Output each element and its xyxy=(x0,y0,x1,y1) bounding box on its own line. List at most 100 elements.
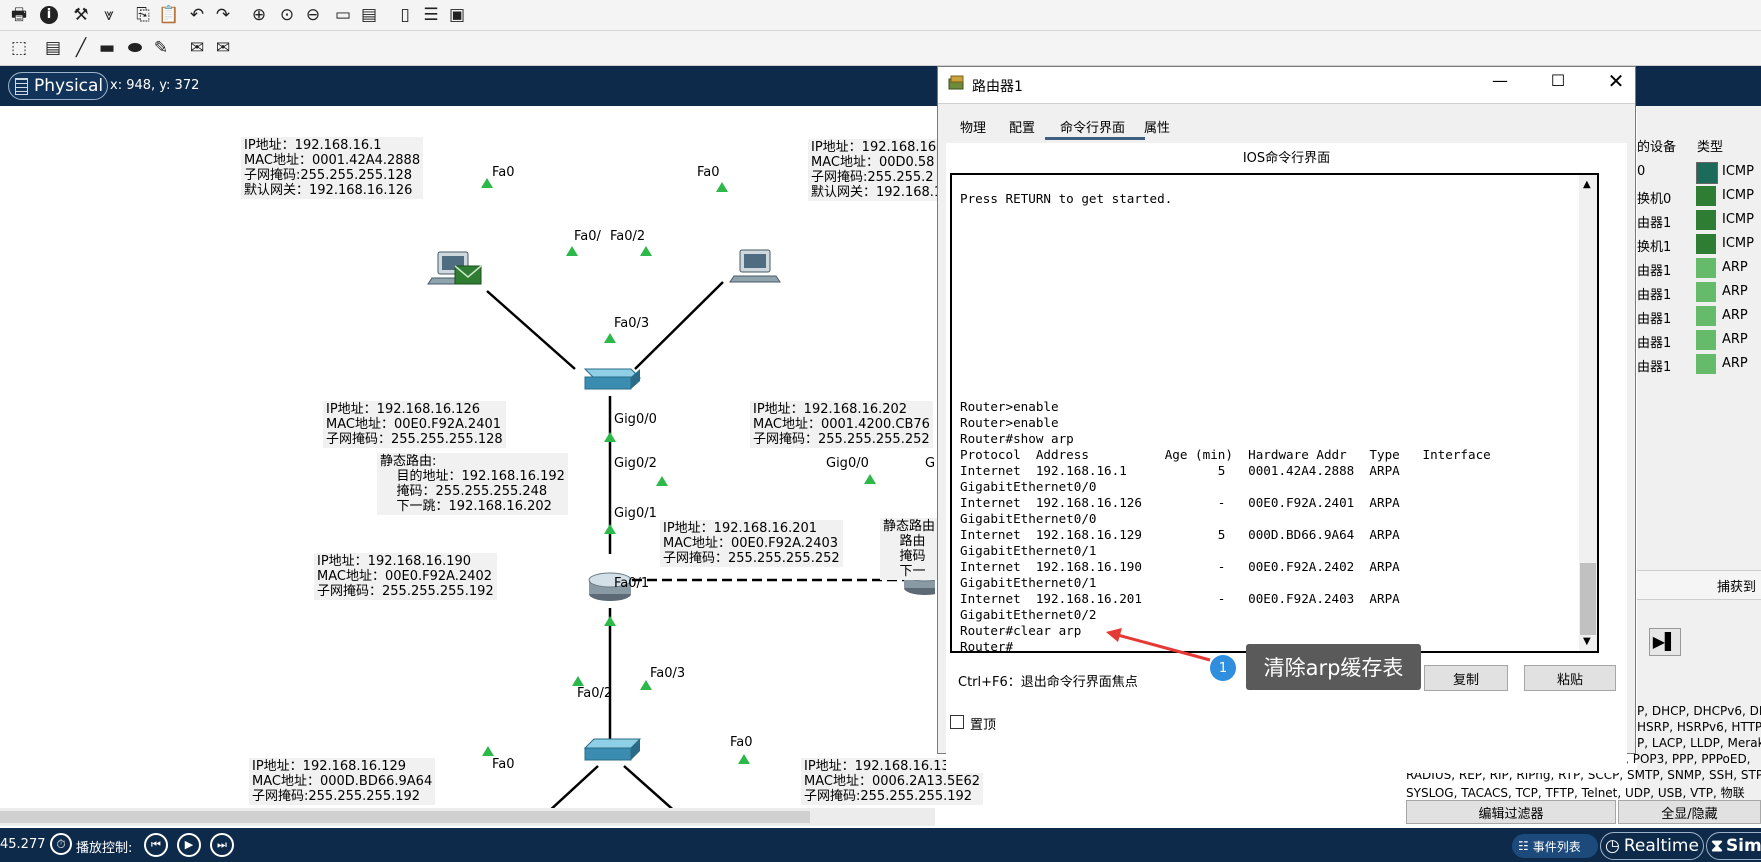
simulation-label: Sim xyxy=(1725,836,1761,856)
edit-filter-button[interactable]: 编辑过滤器 xyxy=(1406,800,1616,824)
annotation-number-badge: 1 xyxy=(1210,655,1236,681)
info-icon[interactable]: i xyxy=(38,4,60,26)
col-device-header: 的设备 xyxy=(1637,140,1677,155)
cli-terminal[interactable]: Press RETURN to get started. Router>enab… xyxy=(950,173,1599,654)
pc1-port-label: Fa0 xyxy=(697,165,720,180)
network-wizard-icon[interactable]: ⚒ xyxy=(73,4,89,25)
main-toolbar: 🖶 i ⚒ ⩔ ⎘ 📋 ↶ ↷ ⊕ ⊙ ⊖ ▭ ▤ ▯ ☰ ▣ xyxy=(0,0,1761,31)
copy-icon[interactable]: ⎘ xyxy=(136,4,150,25)
activity-wizard-icon[interactable]: ⩔ xyxy=(104,4,114,25)
simple-pdu-icon[interactable]: ✉ xyxy=(189,37,205,58)
annotation-arrow xyxy=(1106,628,1211,662)
topology-links xyxy=(427,249,935,810)
tab-attributes[interactable]: 属性 xyxy=(1144,121,1171,136)
dialog-title: 路由器1 xyxy=(972,79,1023,95)
stopwatch-icon[interactable]: ⏱ xyxy=(50,833,72,855)
event-list-button[interactable]: ☷事件列表 xyxy=(1512,834,1598,858)
paste-button[interactable]: 粘贴 xyxy=(1524,665,1616,691)
realtime-button[interactable]: ◷Realtime xyxy=(1600,832,1704,860)
ellipse-icon[interactable]: ⬬ xyxy=(127,37,143,58)
switch1-port-fa02: Fa0/2 xyxy=(577,686,613,701)
pc0-port-label: Fa0 xyxy=(492,165,515,180)
undo-icon[interactable]: ↶ xyxy=(189,4,205,25)
router1-port-gig00: Gig0/0 xyxy=(826,456,869,471)
cli-scrollbar[interactable]: ▲ ▼ xyxy=(1579,175,1597,651)
redo-icon[interactable]: ↷ xyxy=(215,4,231,25)
cli-heading: IOS命令行界面 xyxy=(1242,151,1331,166)
simulation-button[interactable]: ⧗Sim xyxy=(1706,832,1761,860)
minimize-button[interactable]: — xyxy=(1492,71,1508,90)
drawing-palette-icon[interactable]: ▭ xyxy=(334,4,352,25)
scroll-down-icon[interactable]: ▼ xyxy=(1583,636,1591,647)
scroll-up-icon[interactable]: ▲ xyxy=(1583,179,1591,190)
dialog-titlebar[interactable]: 路由器1 — ☐ ✕ xyxy=(938,67,1635,103)
simulation-icon: ⧗ xyxy=(1711,836,1723,856)
hscroll-thumb[interactable] xyxy=(0,811,810,823)
tab-physical[interactable]: 物理 xyxy=(960,121,987,136)
pin-top-label: 置顶 xyxy=(970,718,997,733)
maximize-button[interactable]: ☐ xyxy=(1550,71,1566,90)
pin-top-checkbox[interactable] xyxy=(950,715,964,729)
show-all-button[interactable]: 全显/隐藏 xyxy=(1618,800,1761,824)
rectangle-icon[interactable]: ▬ xyxy=(98,37,116,58)
physical-mode-button[interactable]: Physical xyxy=(8,72,108,100)
switch-icon[interactable]: ☰ xyxy=(423,4,439,25)
cursor-coordinates: x: 948, y: 372 xyxy=(110,78,200,93)
zoom-in-icon[interactable]: ⊕ xyxy=(251,4,267,25)
pc2-port-label: Fa0 xyxy=(492,757,515,772)
zoom-out-icon[interactable]: ⊖ xyxy=(305,4,321,25)
zoom-reset-icon[interactable]: ⊙ xyxy=(279,4,295,25)
freeform-icon[interactable]: ✎ xyxy=(153,37,169,58)
notes-icon[interactable]: ▯ xyxy=(400,4,410,25)
pc1-icon xyxy=(729,249,781,283)
note-icon[interactable]: ▤ xyxy=(44,37,62,58)
event-list-panel: 的设备 类型 捕获到 ▶▌ xyxy=(1637,106,1761,808)
copy-button[interactable]: 复制 xyxy=(1424,665,1508,691)
sim-time: 45.277 xyxy=(0,837,46,852)
cli-scroll-thumb[interactable] xyxy=(1580,563,1596,635)
col-type-header: 类型 xyxy=(1697,140,1724,155)
active-tab-indicator xyxy=(1045,137,1145,140)
switch0-port-fa01: Fa0/ xyxy=(574,229,601,244)
switch0-icon xyxy=(583,368,642,390)
router-app-icon xyxy=(948,75,966,91)
back-icon[interactable]: ⏮ xyxy=(144,833,168,857)
custom-device-icon[interactable]: ▤ xyxy=(360,4,378,25)
realtime-label: Realtime xyxy=(1623,836,1699,856)
pc0-icon xyxy=(427,251,482,285)
event-list-icon: ☷ xyxy=(1518,839,1529,853)
drawing-toolbar: ⬚ ▤ ╱ ▬ ⬬ ✎ ✉ ✉ xyxy=(0,31,1761,66)
event-list-label: 事件列表 xyxy=(1532,839,1581,854)
router0-port-gig00: Gig0/0 xyxy=(614,412,657,427)
router0-port-gig02: Gig0/2 xyxy=(614,456,657,471)
workspace-hscrollbar[interactable] xyxy=(0,808,935,826)
play-icon[interactable]: ▶ xyxy=(177,833,201,857)
switch1-port-fa01: Fa0/1 xyxy=(614,576,650,591)
physical-mode-label: Physical xyxy=(34,76,104,96)
tab-config[interactable]: 配置 xyxy=(1009,121,1036,136)
annotation-callout: 清除arp缓存表 xyxy=(1246,644,1421,690)
router0-port-gig01: Gig0/1 xyxy=(614,506,657,521)
switch1-icon xyxy=(583,738,642,761)
close-button[interactable]: ✕ xyxy=(1607,69,1625,93)
image-icon[interactable]: ▣ xyxy=(448,4,466,25)
router0-icon xyxy=(588,572,632,601)
cli-focus-hint: Ctrl+F6：退出命令行界面焦点 xyxy=(958,675,1138,690)
step-forward-button[interactable]: ▶▌ xyxy=(1649,628,1681,656)
select-icon[interactable]: ⬚ xyxy=(10,37,28,58)
line-icon[interactable]: ╱ xyxy=(75,37,87,58)
paste-icon[interactable]: 📋 xyxy=(158,4,180,25)
complex-pdu-icon[interactable]: ✉ xyxy=(215,37,231,58)
printer-icon[interactable]: 🖶 xyxy=(10,4,28,25)
tab-cli[interactable]: 命令行界面 xyxy=(1060,121,1126,136)
router1-static-route: 静态路由 路由 掩码 下一 xyxy=(880,518,939,580)
forward-icon[interactable]: ⏭ xyxy=(210,833,234,857)
